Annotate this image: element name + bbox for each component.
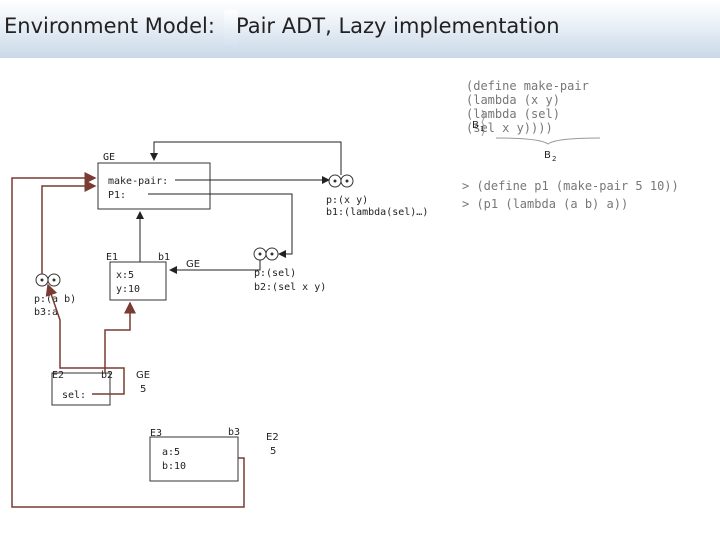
title-tab-separator xyxy=(224,10,238,46)
e2-ret-ge: GE xyxy=(136,370,150,381)
svg-text:p:(x y): p:(x y) xyxy=(326,195,368,206)
binding-p1: P1: xyxy=(108,190,126,201)
svg-text:p:(a b): p:(a b) xyxy=(34,294,76,305)
e1-body-label: b1 xyxy=(158,252,170,263)
svg-text:b2:(sel x y): b2:(sel x y) xyxy=(254,282,326,293)
e2-label: E2 xyxy=(52,370,64,381)
closure-lambda-sel: p:(sel) b2:(sel x y) xyxy=(253,247,326,293)
e1-frame xyxy=(109,261,167,301)
closure-make-pair: p:(x y) b1:(lambda(sel)…) xyxy=(326,174,428,218)
svg-text:a:5: a:5 xyxy=(162,447,180,458)
code-line-3: (lambda (sel) xyxy=(466,107,560,121)
b1-code-sub: 1 xyxy=(480,125,484,133)
svg-text:x:5: x:5 xyxy=(116,270,134,281)
svg-text:b:10: b:10 xyxy=(162,461,186,472)
title-pair-adt: Pair ADT, Lazy implementation xyxy=(236,14,560,38)
e1-label: E1 xyxy=(106,252,118,263)
e1-parent-label: GE xyxy=(186,259,200,270)
e3-ret-value: 5 xyxy=(270,446,276,457)
b2-code-sub: 2 xyxy=(552,155,556,163)
e2-body-label: b2 xyxy=(101,370,113,381)
repl-line-1: > (define p1 (make-pair 5 10)) xyxy=(462,179,679,193)
repl-line-2: > (p1 (lambda (a b) a)) xyxy=(462,197,628,211)
b1-brace xyxy=(481,109,485,137)
ge-label: GE xyxy=(103,152,115,163)
e3-frame xyxy=(149,436,239,482)
e2-frame xyxy=(51,372,111,406)
b2-code-label: B xyxy=(544,150,551,161)
title-environment-model: Environment Model: xyxy=(4,14,215,38)
e3-label: E3 xyxy=(150,428,162,439)
svg-text:y:10: y:10 xyxy=(116,284,140,295)
closure-lambda-ab: p:(a b) b3:a xyxy=(34,273,76,318)
b2-brace xyxy=(495,137,601,145)
e3-ret-e2: E2 xyxy=(266,432,279,443)
define-make-pair-code: (define make-pair (lambda (x y) (lambda … xyxy=(466,79,601,163)
b1-code-label: B xyxy=(472,120,479,131)
header-bar xyxy=(0,0,720,58)
repl-code: > (define p1 (make-pair 5 10)) > (p1 (la… xyxy=(462,179,679,211)
e3-body-label: b3 xyxy=(228,427,240,438)
ge-frame xyxy=(97,162,211,210)
svg-text:sel:: sel: xyxy=(62,390,86,401)
code-line-1: (define make-pair xyxy=(466,79,589,93)
svg-text:b1:(lambda(sel)…): b1:(lambda(sel)…) xyxy=(326,207,428,218)
e2-ret-value: 5 xyxy=(140,384,146,395)
code-line-4: (sel x y)))) xyxy=(466,121,553,135)
svg-text:p:(sel): p:(sel) xyxy=(254,268,296,279)
code-line-2: (lambda (x y) xyxy=(466,93,560,107)
svg-text:b3:a: b3:a xyxy=(34,307,58,318)
binding-make-pair: make-pair: xyxy=(108,176,168,187)
